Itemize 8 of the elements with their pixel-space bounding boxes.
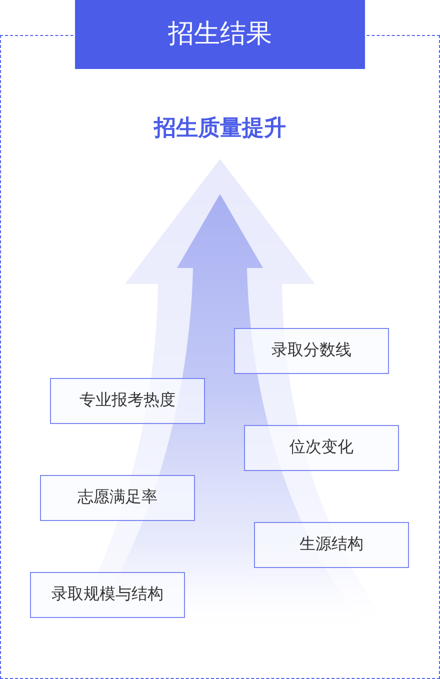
panel-heading: 招生质量提升 <box>152 114 287 142</box>
label-box: 录取分数线 <box>234 328 389 374</box>
title-banner: 招生结果 <box>75 0 365 69</box>
label-box: 生源结构 <box>254 522 409 568</box>
label-box: 录取规模与结构 <box>30 572 185 618</box>
label-box: 志愿满足率 <box>40 475 195 521</box>
label-box: 专业报考热度 <box>50 378 205 424</box>
label-box: 位次变化 <box>244 425 399 471</box>
